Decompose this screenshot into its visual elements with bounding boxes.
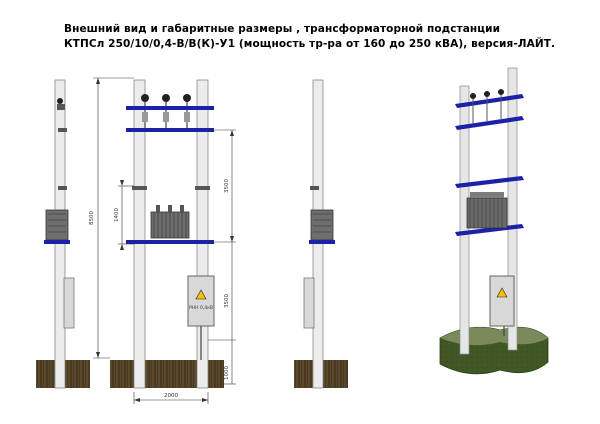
side-view-right [294,79,348,389]
pole-3d-right [507,67,518,351]
low-voltage-cabinet: РНН 0,4кВ [187,275,215,360]
transformer-base [309,240,335,244]
insulator-group [141,94,191,128]
side-view-left [36,79,90,389]
warning-icon [195,289,207,300]
bracket [195,186,210,190]
insulator-icon [470,93,476,99]
cabinet-3d [489,275,515,336]
drawing-title: Внешний вид и габаритные размеры , транс… [64,22,584,52]
crossbeam-3d [455,94,524,108]
front-view: РНН 0,4кВ [89,77,236,404]
crossbeam-top [126,106,214,110]
dim-lower-span: 3500 [224,294,230,308]
dim-ground: 1000 [224,366,230,380]
title-line-2: КТПСл 250/10/0,4-В/В(К)-У1 (мощность тр-… [64,38,556,50]
bracket [310,186,319,190]
dim-width: 2000 [164,393,178,399]
crossbeam-3d [455,116,524,130]
crossbeam-upper [126,128,214,132]
warning-icon [496,287,508,298]
pole-left [133,79,146,389]
insulator-icon [484,91,490,97]
transformer-3d [466,192,508,229]
dimension-ticks [96,78,234,402]
bracket [58,186,67,190]
dim-total-height: 8500 [89,211,95,225]
insulator-icon [498,89,504,95]
isometric-view [439,67,549,375]
title-line-1: Внешний вид и габаритные размеры , транс… [64,23,501,35]
insulator-bracket [57,104,65,110]
transformer-side [310,209,334,241]
transformer [150,205,190,239]
cabinet-side [63,277,75,329]
dim-upper-span: 3500 [224,179,230,193]
bracket [132,186,147,190]
dim-transformer: 1400 [114,208,120,222]
cabinet-label: РНН 0,4кВ [189,305,213,311]
dimension-lines [93,77,236,404]
insulator-icon [57,98,63,104]
transformer-base [44,240,70,244]
cabinet-side [303,277,315,329]
pole-right [196,79,209,389]
crossbeam-3d [455,176,524,188]
bracket [58,128,67,132]
transformer-side [45,209,69,241]
crossbeam-lower [126,240,214,244]
